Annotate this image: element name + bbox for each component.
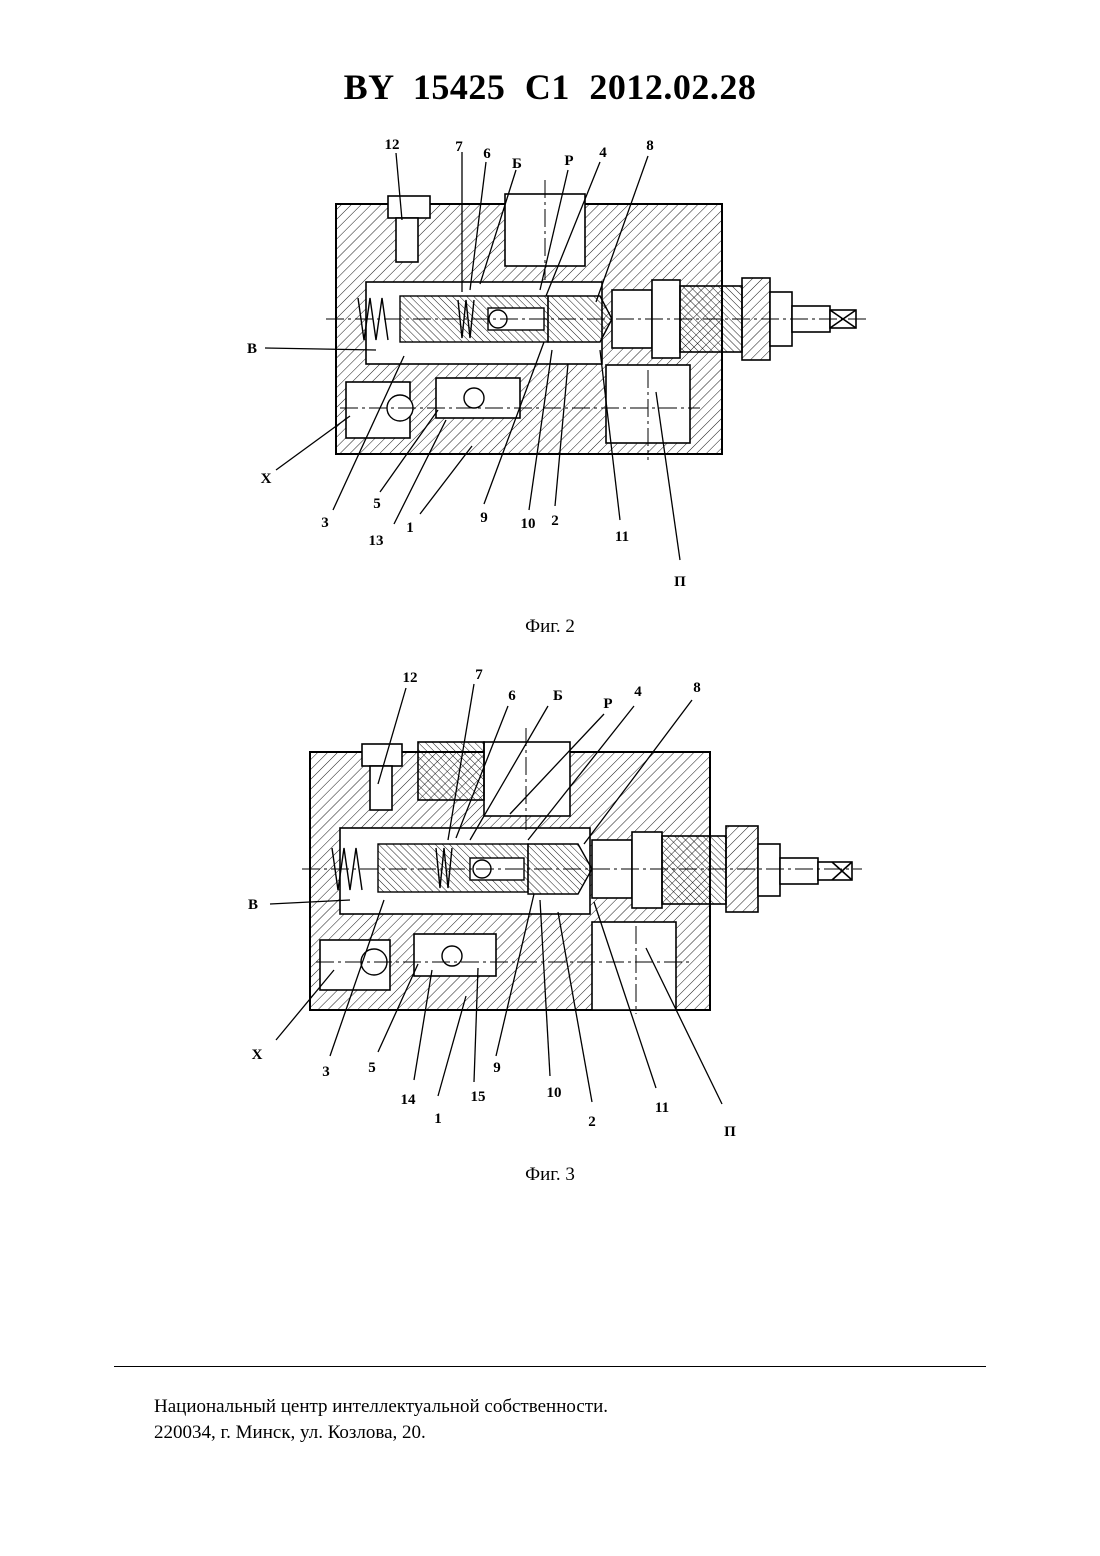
label-15: 15 — [471, 1089, 486, 1105]
figure-2-drawing: 12 7 6 Б Р 4 8 В Х 3 5 13 1 9 10 2 11 П — [0, 120, 1100, 600]
label-10: 10 — [547, 1085, 562, 1101]
label-12: 12 — [385, 137, 400, 153]
figure-3: 12 7 6 Б Р 4 8 В Х 3 5 14 1 15 9 10 2 11… — [0, 664, 1100, 1144]
label-p: Р — [564, 153, 573, 169]
footer-line-1: Национальный центр интеллектуальной собс… — [154, 1396, 608, 1418]
label-6: 6 — [508, 688, 516, 704]
figure-2: 12 7 6 Б Р 4 8 В Х 3 5 13 1 9 10 2 11 П — [0, 120, 1100, 600]
label-6: 6 — [483, 146, 491, 162]
label-10: 10 — [521, 516, 536, 532]
label-p: Р — [603, 696, 612, 712]
label-b: Б — [553, 688, 563, 704]
label-1: 1 — [406, 520, 414, 536]
label-v: В — [248, 897, 258, 913]
label-4: 4 — [599, 145, 607, 161]
label-8: 8 — [693, 680, 701, 696]
footer-divider — [114, 1366, 986, 1367]
label-1: 1 — [434, 1111, 442, 1127]
label-3: 3 — [322, 1064, 330, 1080]
label-v: В — [247, 341, 257, 357]
label-7: 7 — [475, 667, 483, 683]
label-3: 3 — [321, 515, 329, 531]
patent-header: BY 15425 C1 2012.02.28 — [0, 66, 1100, 108]
label-pi: П — [724, 1124, 736, 1140]
label-14: 14 — [401, 1092, 417, 1108]
label-7: 7 — [455, 139, 463, 155]
label-4: 4 — [634, 684, 642, 700]
footer-line-2: 220034, г. Минск, ул. Козлова, 20. — [154, 1422, 426, 1444]
figure-2-caption: Фиг. 2 — [0, 616, 1100, 638]
label-2: 2 — [588, 1114, 596, 1130]
label-2: 2 — [551, 513, 559, 529]
figure-3-drawing: 12 7 6 Б Р 4 8 В Х 3 5 14 1 15 9 10 2 11… — [0, 664, 1100, 1144]
label-11: 11 — [615, 529, 629, 545]
label-12: 12 — [403, 670, 418, 686]
label-b: Б — [512, 156, 522, 172]
label-9: 9 — [493, 1060, 501, 1076]
label-8: 8 — [646, 138, 654, 154]
label-5: 5 — [368, 1060, 376, 1076]
label-x: Х — [252, 1047, 263, 1063]
label-11: 11 — [655, 1100, 669, 1116]
figure-3-caption: Фиг. 3 — [0, 1164, 1100, 1186]
label-pi: П — [674, 574, 686, 590]
label-x: Х — [261, 471, 272, 487]
label-13: 13 — [369, 533, 384, 549]
label-5: 5 — [373, 496, 381, 512]
label-9: 9 — [480, 510, 488, 526]
